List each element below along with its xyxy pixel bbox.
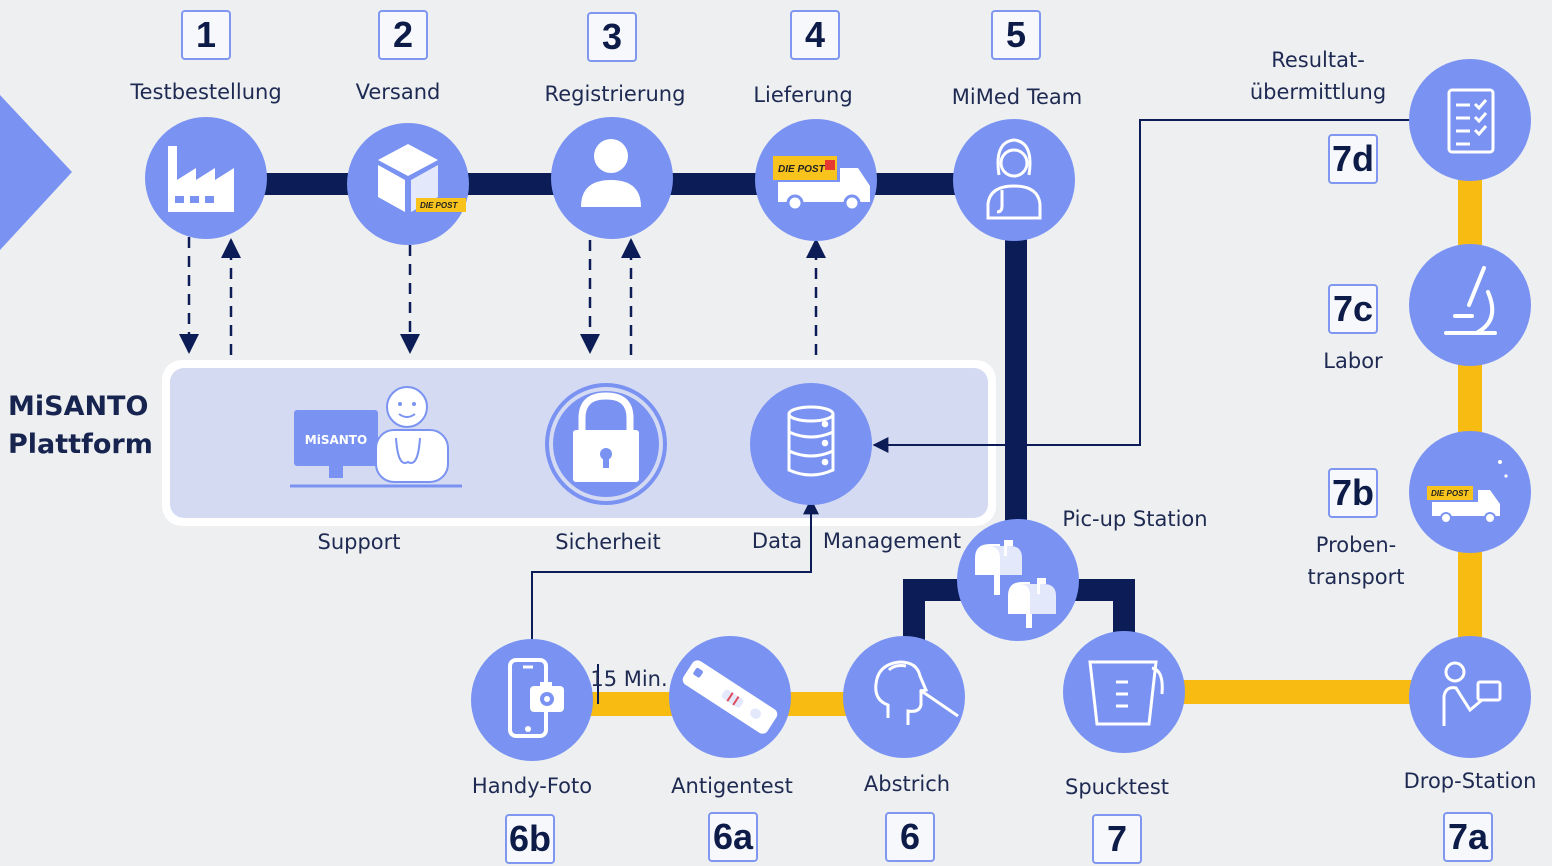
lock-icon <box>578 392 634 430</box>
label-data: Data <box>751 529 803 553</box>
node-antigentest <box>669 636 791 758</box>
support-illustration: MiSANTO <box>290 386 462 488</box>
checklist-icon <box>1447 88 1495 154</box>
step-number-7a: 7a <box>1443 812 1493 862</box>
label-wait-time: 15 Min. <box>590 667 668 691</box>
data-management-node <box>750 383 872 505</box>
step-number-5: 5 <box>991 10 1041 60</box>
mailbox-icon <box>975 540 1056 628</box>
label-lieferung: Lieferung <box>753 83 853 107</box>
step-number-7c: 7c <box>1328 284 1378 334</box>
label-drop-station: Drop-Station <box>1403 769 1537 793</box>
intro-chevron <box>0 95 72 250</box>
step-number-6a: 6a <box>708 812 758 862</box>
step-number-7: 7 <box>1092 814 1142 864</box>
result-to-data-arrow <box>872 119 1410 453</box>
label-antigentest: Antigentest <box>671 774 793 798</box>
label-mimed-team: MiMed Team <box>951 85 1083 109</box>
label-proben-line2: transport <box>1307 565 1405 589</box>
post-logo-text: DIE POST <box>1431 489 1469 498</box>
dashed-arrows <box>179 237 826 355</box>
node-mimed-team <box>953 119 1075 241</box>
post-logo-text: DIE POST <box>420 201 458 210</box>
node-drop-station <box>1409 636 1531 758</box>
label-pickup-station: Pic-up Station <box>1062 507 1208 531</box>
antigen-test-cassette-icon <box>682 660 778 734</box>
label-versand: Versand <box>355 80 441 104</box>
thin-connectors <box>531 119 1410 704</box>
node-probentransport: DIE POST <box>1409 431 1531 553</box>
label-labor: Labor <box>1323 349 1383 373</box>
platform-title-line2: Plattform <box>8 429 153 460</box>
step-number-1: 1 <box>181 10 231 60</box>
label-registrierung: Registrierung <box>544 82 686 106</box>
node-handy-foto <box>471 639 593 761</box>
label-resultat-line2: übermittlung <box>1249 80 1387 104</box>
label-proben-line1: Proben- <box>1315 533 1397 557</box>
node-resultatuebermittlung <box>1409 59 1531 181</box>
node-abstrich <box>843 636 965 758</box>
node-lieferung: DIE POST <box>755 119 877 241</box>
label-handy-foto: Handy-Foto <box>471 774 593 798</box>
label-abstrich: Abstrich <box>863 772 951 796</box>
delivery-truck-icon: DIE POST <box>773 156 870 212</box>
post-logo-text: DIE POST <box>778 164 826 175</box>
step-number-7b: 7b <box>1328 468 1378 518</box>
microscope-icon <box>1444 266 1497 335</box>
photo-to-data-arrow <box>531 498 819 640</box>
label-testbestellung: Testbestellung <box>130 80 282 104</box>
label-management: Management <box>822 529 962 553</box>
node-registrierung <box>551 117 673 239</box>
step-number-4: 4 <box>790 10 840 60</box>
nasal-swab-icon <box>874 660 959 725</box>
monitor-icon <box>294 410 378 466</box>
robot-doctor-icon <box>375 386 449 483</box>
platform-title-line1: MiSANTO <box>8 391 149 422</box>
node-pickup-station <box>957 519 1079 641</box>
step-number-3: 3 <box>587 12 637 62</box>
person-delivering-icon <box>1442 661 1502 726</box>
monitor-brand: MiSANTO <box>305 433 367 447</box>
node-labor <box>1409 244 1531 366</box>
label-sicherheit: Sicherheit <box>555 530 661 554</box>
night-delivery-truck-icon: DIE POST <box>1427 456 1524 524</box>
doctor-icon <box>986 138 1042 220</box>
user-icon <box>581 139 641 207</box>
step-number-6: 6 <box>885 812 935 862</box>
factory-icon <box>168 146 234 212</box>
label-resultat-line1: Resultat- <box>1271 48 1365 72</box>
measuring-cup-icon <box>1088 660 1164 726</box>
label-support: Support <box>317 530 401 554</box>
platform-title: MiSANTO Plattform <box>8 388 153 464</box>
node-spucktest <box>1063 631 1185 753</box>
phone-camera-icon <box>508 658 564 738</box>
node-versand: DIE POST <box>347 123 469 245</box>
database-icon <box>787 405 835 477</box>
step-number-7d: 7d <box>1328 134 1378 184</box>
label-spucktest: Spucktest <box>1064 775 1170 799</box>
package-icon: DIE POST <box>378 144 466 212</box>
step-number-6b: 6b <box>505 814 555 864</box>
security-lock <box>545 383 667 505</box>
node-testbestellung <box>145 117 267 239</box>
step-number-2: 2 <box>378 10 428 60</box>
